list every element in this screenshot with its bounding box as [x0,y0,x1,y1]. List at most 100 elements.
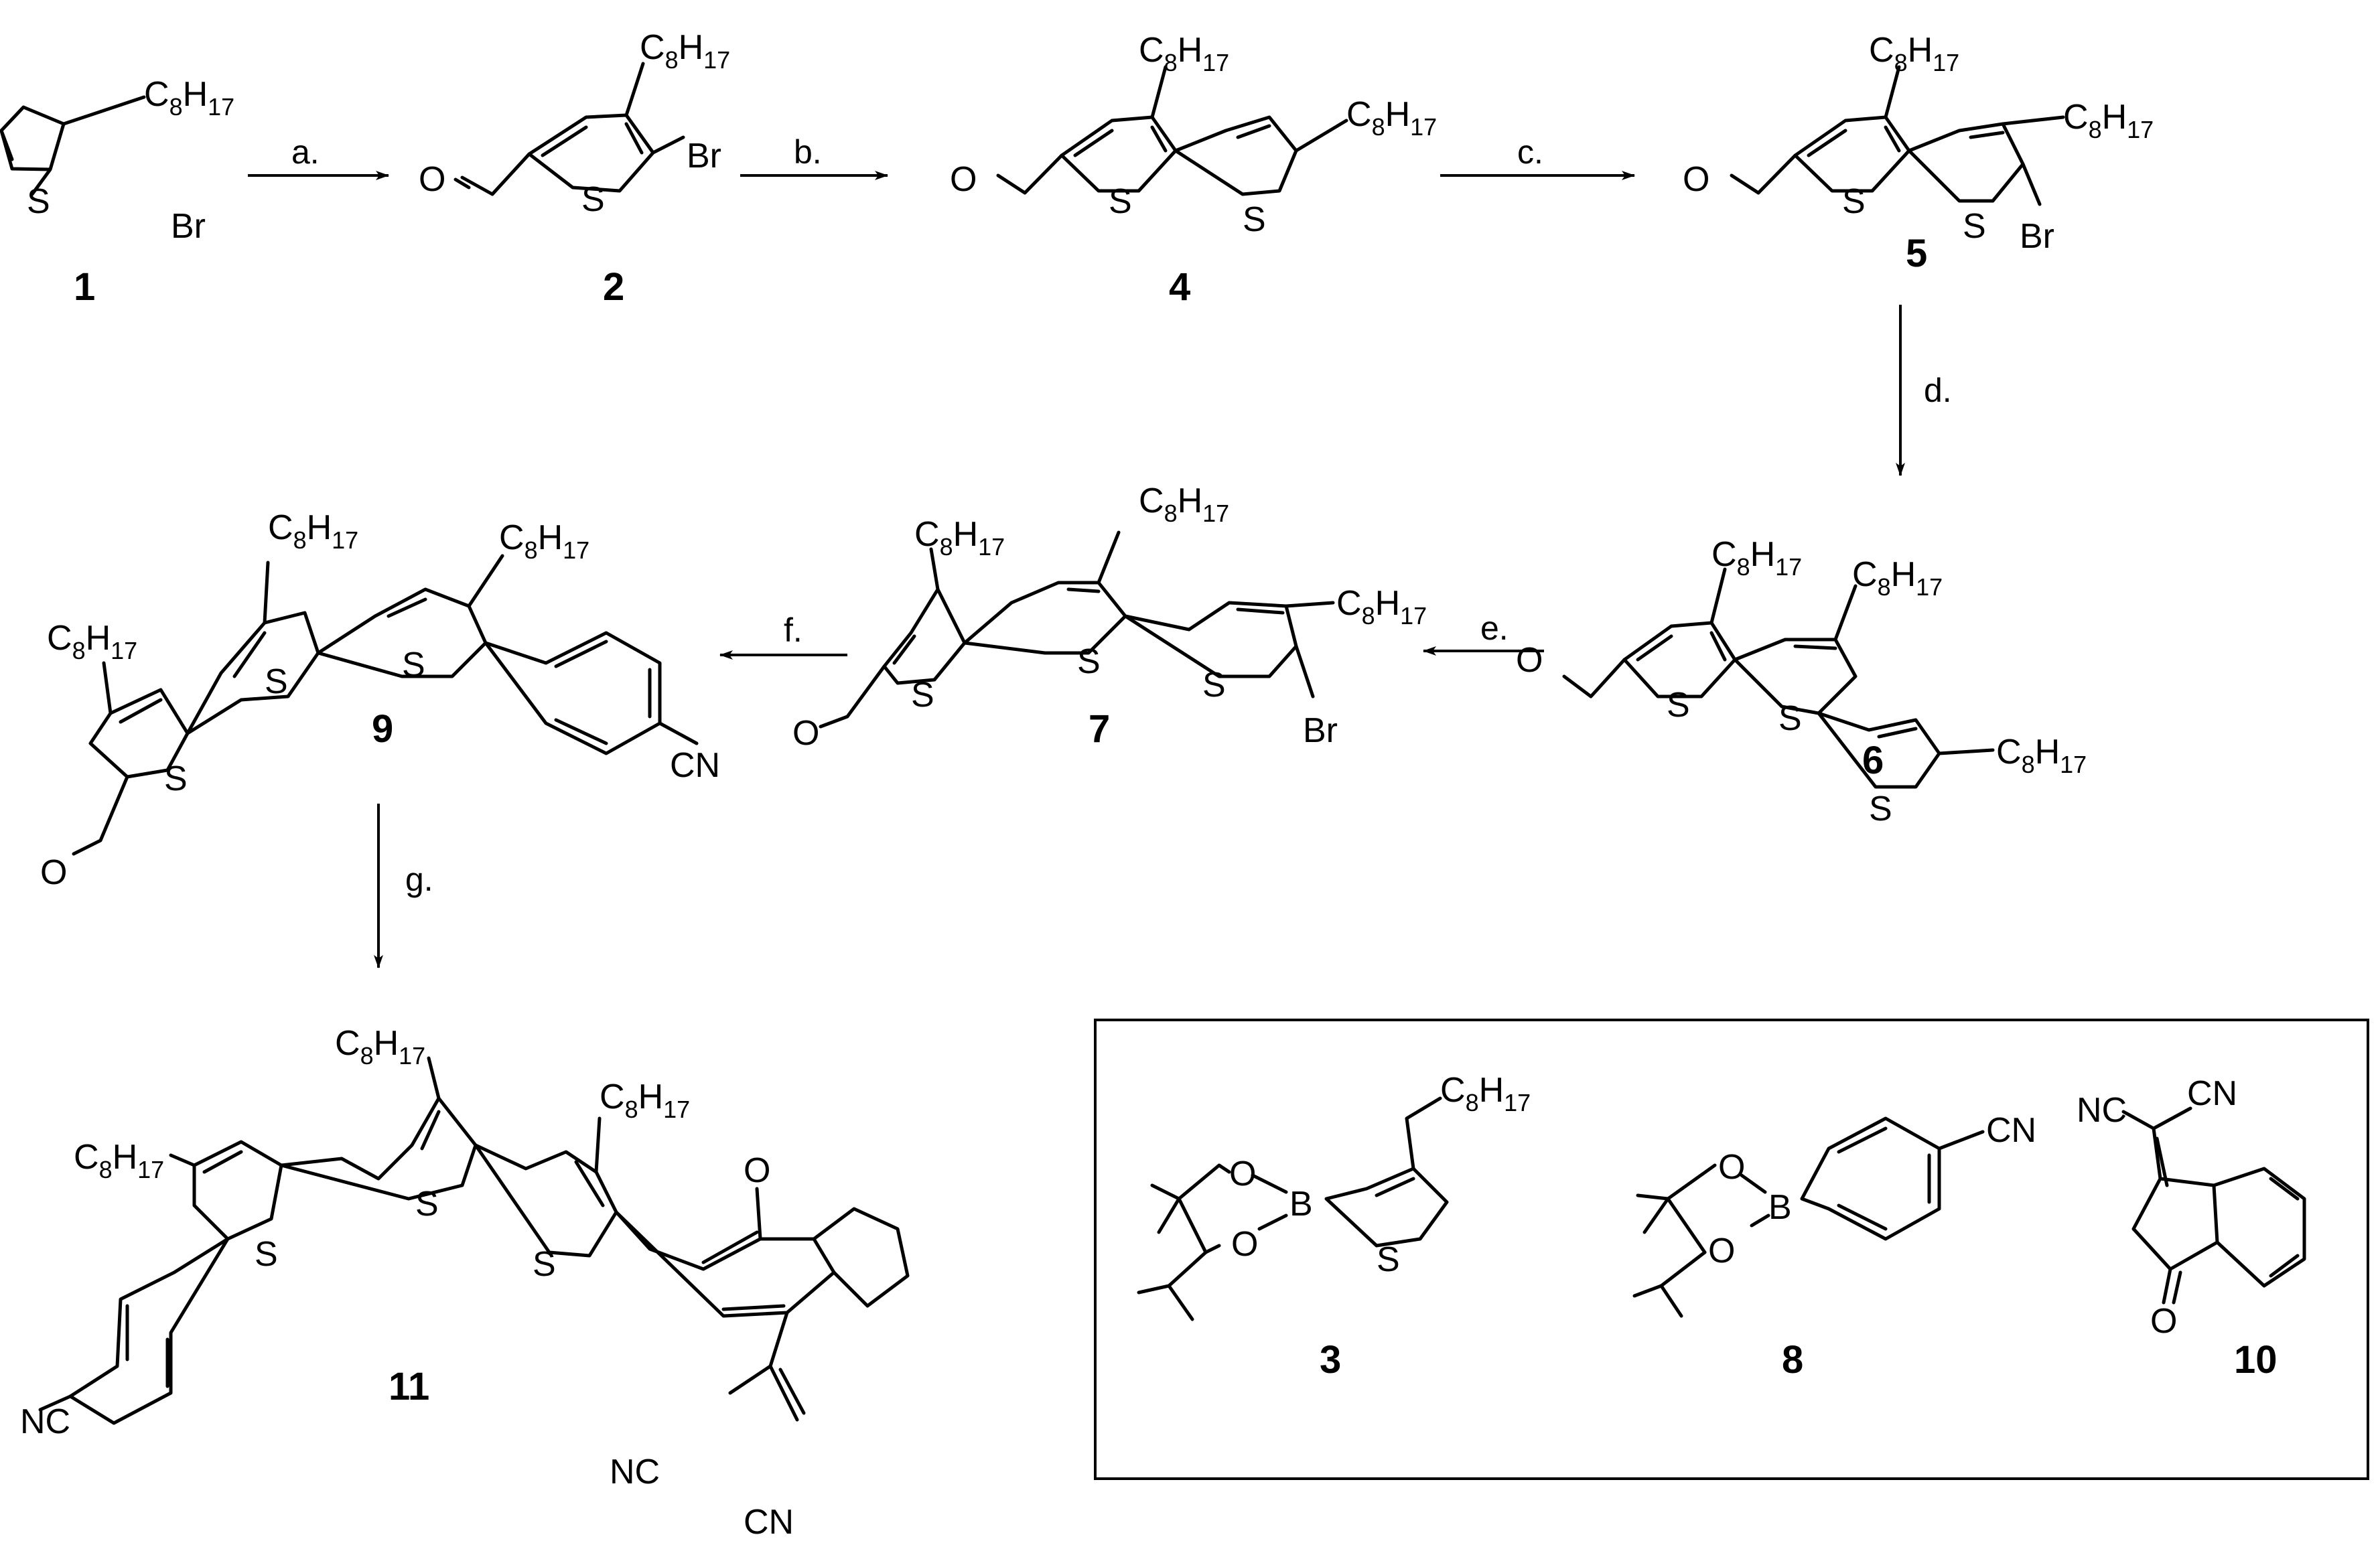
compound-label-10: 10 [2234,1338,2278,1382]
compound-11-nc-label-1: NC [20,1402,70,1441]
svg-text:B: B [1289,1185,1313,1224]
svg-text:C8H17: C8H17 [914,515,1005,561]
compound-label-4: 4 [1169,265,1190,309]
compound-6-alkyl-label-2: C8H17 [1852,555,1943,601]
svg-text:C8H17: C8H17 [600,1078,690,1123]
compound-2-s-atom: S [581,180,605,219]
reagent-box [1094,1019,2369,1480]
svg-text:S: S [1667,686,1690,725]
svg-text:B: B [1768,1188,1792,1227]
svg-text:CN: CN [1986,1111,2036,1150]
svg-text:S: S [1842,182,1866,221]
compound-3-b-atom: B [1289,1185,1313,1224]
compound-label-3: 3 [1320,1338,1341,1382]
step-d-label: d. [1924,372,1952,409]
compound-4-alkyl-label-1: C8H17 [1139,31,1229,76]
step-c-label: c. [1517,133,1543,171]
compound-9-alkyl-label-2: C8H17 [268,508,358,554]
compound-9-s1-atom: S [164,759,188,798]
compound-10-structure: NC CN O [2077,1074,2306,1341]
svg-text:S: S [1778,699,1802,738]
compound-11-alkyl-label-3: C8H17 [600,1078,690,1123]
compound-7-br-atom: Br [1303,711,1338,750]
svg-text:C8H17: C8H17 [47,619,137,664]
compound-9-s3-atom: S [402,646,425,684]
svg-text:O: O [2150,1302,2177,1341]
svg-text:NC: NC [610,1453,660,1491]
compound-3-alkyl-label: C8H17 [1440,1071,1531,1116]
compound-5-br-atom: Br [2020,217,2054,256]
svg-text:NC: NC [20,1402,70,1441]
compound-1-s-atom: S [27,182,50,221]
compound-5-structure: S S O Br C8H17 C8H17 [1683,31,2154,256]
svg-text:C8H17: C8H17 [1711,535,1802,581]
svg-text:C8H17: C8H17 [499,518,589,564]
step-g-label: g. [405,861,433,898]
svg-text:C8H17: C8H17 [1346,95,1437,141]
compound-9-o-atom: O [40,853,67,892]
compound-6-s1-atom: S [1667,686,1690,725]
compound-label-11: 11 [389,1365,429,1408]
svg-text:C8H17: C8H17 [268,508,358,554]
svg-text:C8H17: C8H17 [144,75,234,121]
compound-1-alkyl-label: C8H17 [144,75,234,121]
compound-2-structure: S O Br C8H17 [419,28,730,219]
svg-text:S: S [415,1185,439,1224]
svg-text:C8H17: C8H17 [1139,482,1229,527]
compound-7-s3-atom: S [1202,666,1226,705]
compound-9-alkyl-label-1: C8H17 [47,619,137,664]
compound-3-s-atom: S [1377,1240,1400,1279]
compound-label-6: 6 [1862,739,1884,782]
svg-text:O: O [1708,1232,1735,1270]
svg-text:Br: Br [1303,711,1338,750]
compound-7-s2-atom: S [1077,642,1101,681]
compound-9-s2-atom: S [265,662,288,701]
svg-text:C8H17: C8H17 [1440,1071,1531,1116]
svg-text:C8H17: C8H17 [74,1138,164,1183]
compound-8-b-atom: B [1768,1188,1792,1227]
step-f-label: f. [784,611,802,649]
compound-label-2: 2 [603,265,624,309]
svg-text:S: S [1963,207,1986,246]
step-a-label: a. [291,133,320,171]
svg-text:O: O [950,160,977,199]
compound-5-alkyl-label-2: C8H17 [2063,98,2154,143]
compound-11-s2-atom: S [415,1185,439,1224]
svg-text:S: S [911,676,934,715]
compound-2-alkyl-label: C8H17 [640,28,730,74]
compound-8-o2-atom: O [1708,1232,1735,1270]
svg-text:O: O [1718,1148,1745,1187]
compound-7-alkyl-label-3: C8H17 [1336,584,1427,630]
svg-text:C8H17: C8H17 [1852,555,1943,601]
compound-label-8: 8 [1782,1338,1803,1382]
svg-text:C8H17: C8H17 [2063,98,2154,143]
svg-text:Br: Br [171,207,206,246]
svg-text:S: S [164,759,188,798]
svg-text:Br: Br [687,137,721,175]
svg-text:S: S [1202,666,1226,705]
compound-4-s2-atom: S [1243,200,1266,239]
svg-text:O: O [792,714,819,753]
svg-text:S: S [1077,642,1101,681]
svg-text:Br: Br [2020,217,2054,256]
compound-6-s2-atom: S [1778,699,1802,738]
svg-text:CN: CN [744,1503,794,1542]
compound-label-1: 1 [74,265,95,309]
svg-text:S: S [255,1235,278,1274]
svg-text:S: S [265,662,288,701]
svg-text:S: S [1869,790,1892,828]
svg-text:O: O [419,160,445,199]
svg-text:C8H17: C8H17 [640,28,730,74]
svg-text:NC: NC [2077,1091,2127,1130]
compound-11-structure: S S S O NC NC CN C8H17 C8H17 C8H17 [20,1024,910,1542]
svg-text:S: S [1109,182,1132,221]
compound-5-o-atom: O [1683,160,1709,199]
compound-8-o1-atom: O [1718,1148,1745,1187]
compound-5-alkyl-label-1: C8H17 [1869,31,1959,76]
compound-label-7: 7 [1089,707,1110,751]
compound-11-cn-label: CN [744,1503,794,1542]
compound-10-nc-label: NC [2077,1091,2127,1130]
compound-7-s1-atom: S [911,676,934,715]
compound-label-5: 5 [1906,232,1927,275]
svg-text:S: S [27,182,50,221]
